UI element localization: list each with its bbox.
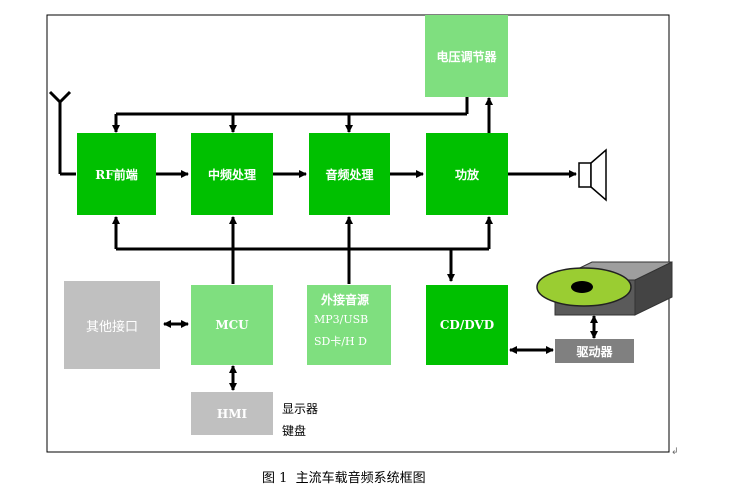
external-audio-block: 外接音源 MP3/USB SD卡/H D: [307, 285, 391, 365]
cd-dvd-label: CD/DVD: [439, 318, 495, 332]
other-interface-label: 其他接口: [85, 319, 138, 335]
antenna-icon: [48, 90, 76, 176]
svg-text:↲: ↲: [671, 447, 679, 457]
power-amplifier-block: 功放: [426, 133, 508, 215]
other-interface-block: 其他接口: [64, 281, 160, 369]
rf-frontend-block: RF前端: [77, 133, 156, 215]
mcu-block: MCU: [191, 285, 273, 365]
hmi-keyboard-label: 键盘: [282, 424, 307, 438]
audio-processing-label: 音频处理: [325, 167, 374, 182]
hmi-block: HMI: [191, 392, 273, 435]
external-audio-line1: MP3/USB: [314, 313, 369, 326]
voltage-regulator-block: 电压调节器: [425, 15, 508, 97]
if-processing-label: 中频处理: [207, 167, 256, 182]
hmi-display-label: 显示器: [282, 402, 319, 416]
speaker-icon: [578, 148, 607, 202]
control-bus: [112, 216, 493, 284]
driver-block: 驱动器: [555, 339, 634, 363]
diagram-frame: [46, 14, 670, 453]
external-audio-line2: SD卡/H D: [314, 335, 367, 348]
driver-label: 驱动器: [576, 344, 613, 359]
disc-drive-icon: [536, 261, 673, 316]
rf-frontend-label: RF前端: [95, 167, 138, 182]
mcu-label: MCU: [215, 318, 249, 332]
voltage-regulator-label: 电压调节器: [436, 49, 497, 64]
figure-caption: 图 1 主流车载音频系统框图: [262, 471, 426, 486]
audio-processing-block: 音频处理: [309, 133, 390, 215]
power-amplifier-label: 功放: [454, 167, 479, 182]
external-audio-title: 外接音源: [321, 293, 370, 307]
cd-dvd-block: CD/DVD: [426, 285, 508, 365]
if-processing-block: 中频处理: [191, 133, 273, 215]
hmi-label: HMI: [216, 406, 248, 421]
power-bus: [112, 96, 469, 133]
